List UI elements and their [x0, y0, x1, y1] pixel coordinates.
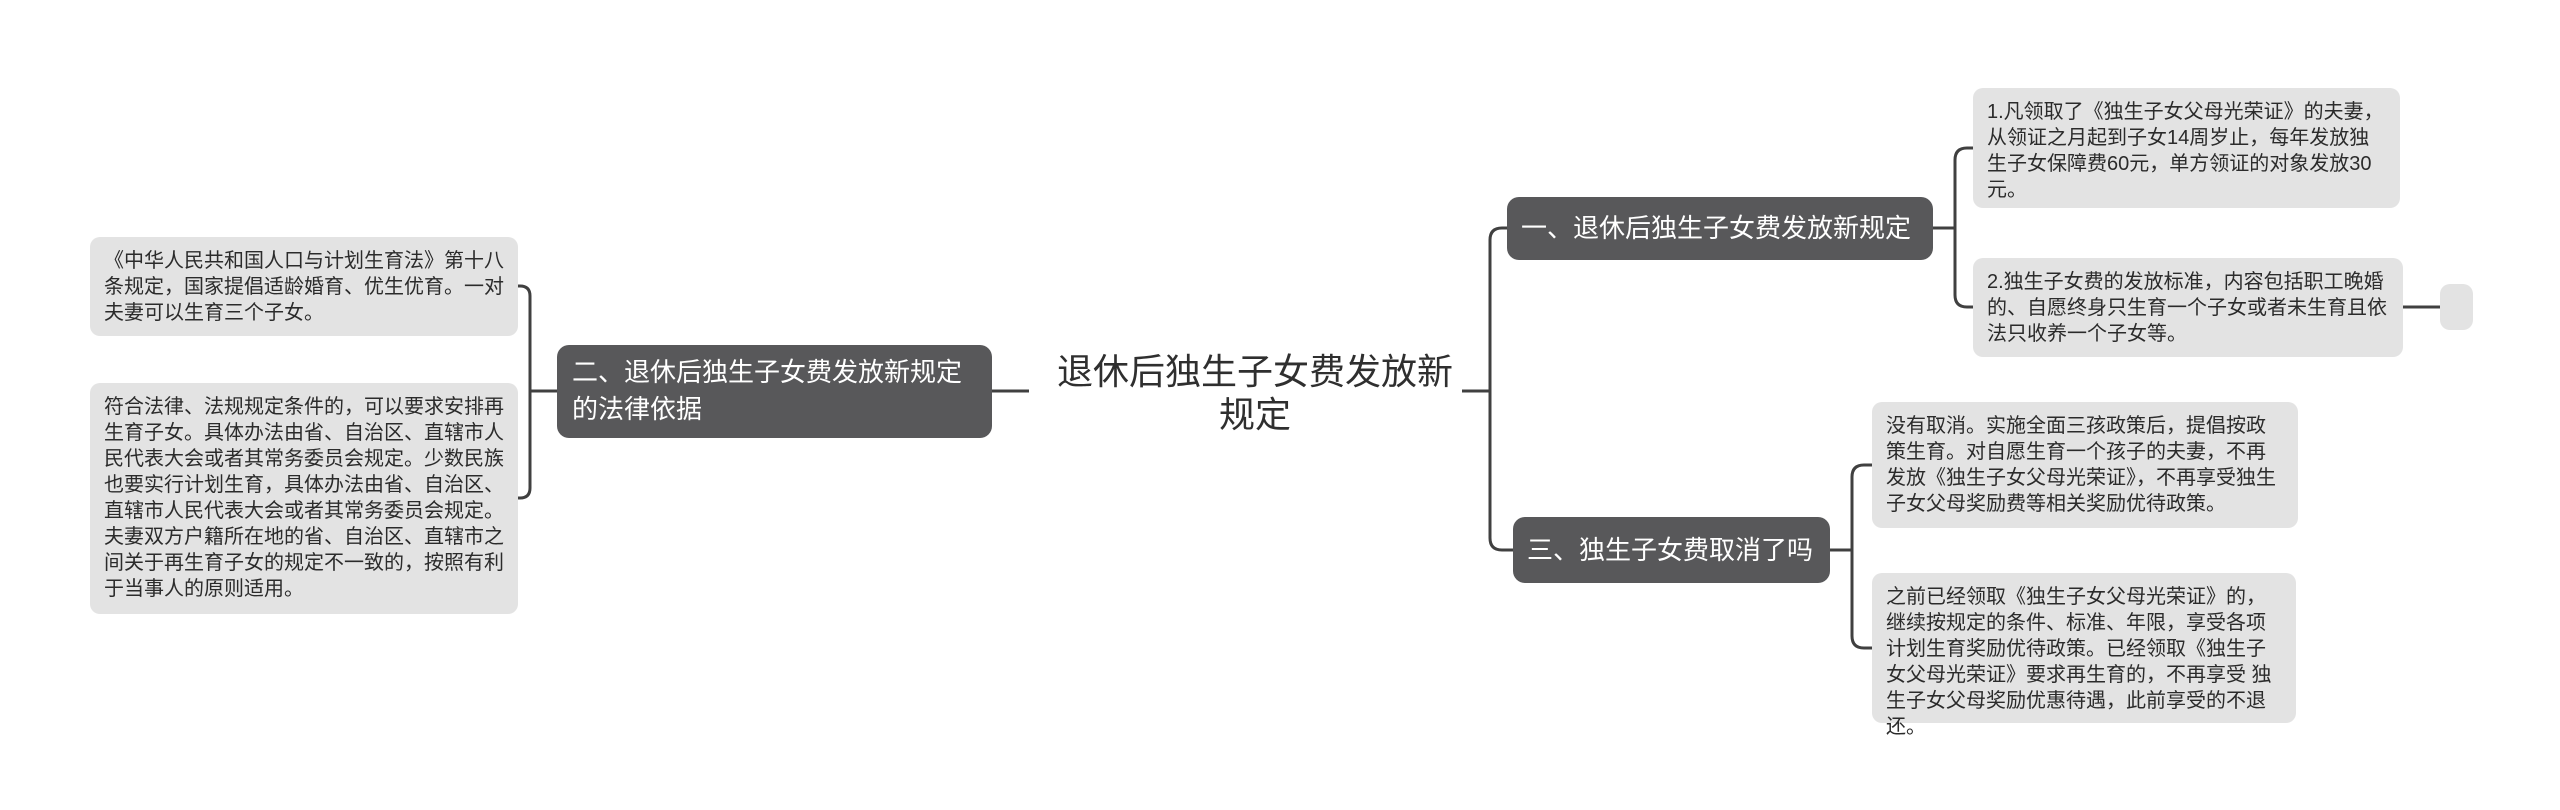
leaf-node-law-article[interactable]: 《中华人民共和国人口与计划生育法》第十八条规定，国家提倡适龄婚育、优生优育。一对…: [90, 237, 518, 336]
branch-node-legal-basis[interactable]: 二、退休后独生子女费发放新规定的法律依据: [557, 345, 992, 438]
leaf-node-rule-2[interactable]: 2.独生子女费的发放标准，内容包括职工晚婚的、自愿终身只生育一个子女或者未生育且…: [1973, 258, 2403, 357]
leaf-node-not-cancelled[interactable]: 没有取消。实施全面三孩政策后，提倡按政策生育。对自愿生育一个孩子的夫妻，不再发放…: [1872, 402, 2298, 528]
leaf-node-rule-1[interactable]: 1.凡领取了《独生子女父母光荣证》的夫妻，从领证之月起到子女14周岁止，每年发放…: [1973, 88, 2400, 208]
root-topic[interactable]: 退休后独生子女费发放新规定: [1056, 351, 1453, 435]
connector-branch-two-children-bracket: [518, 284, 532, 500]
leaf-node-already-received[interactable]: 之前已经领取《独生子女父母光荣证》的，继续按规定的条件、标准、年限，享受各项计划…: [1872, 573, 2296, 738]
connector-branch-one-children-bracket: [1953, 146, 1973, 309]
branch-node-cancelled-question-label: 三、独生子女费取消了吗: [1527, 534, 1814, 565]
collapsed-node[interactable]: [2440, 284, 2473, 330]
connector-main-right-bracket: [1488, 226, 1513, 552]
branch-node-new-rules[interactable]: 一、退休后独生子女费发放新规定: [1507, 197, 1933, 260]
connector-branch-three-children-bracket: [1850, 463, 1872, 650]
branch-node-cancelled-question[interactable]: 三、独生子女费取消了吗: [1513, 517, 1830, 583]
branch-node-new-rules-label: 一、退休后独生子女费发放新规定: [1521, 213, 1912, 243]
leaf-node-law-conditions[interactable]: 符合法律、法规规定条件的，可以要求安排再生育子女。具体办法由省、自治区、直辖市人…: [90, 383, 518, 614]
